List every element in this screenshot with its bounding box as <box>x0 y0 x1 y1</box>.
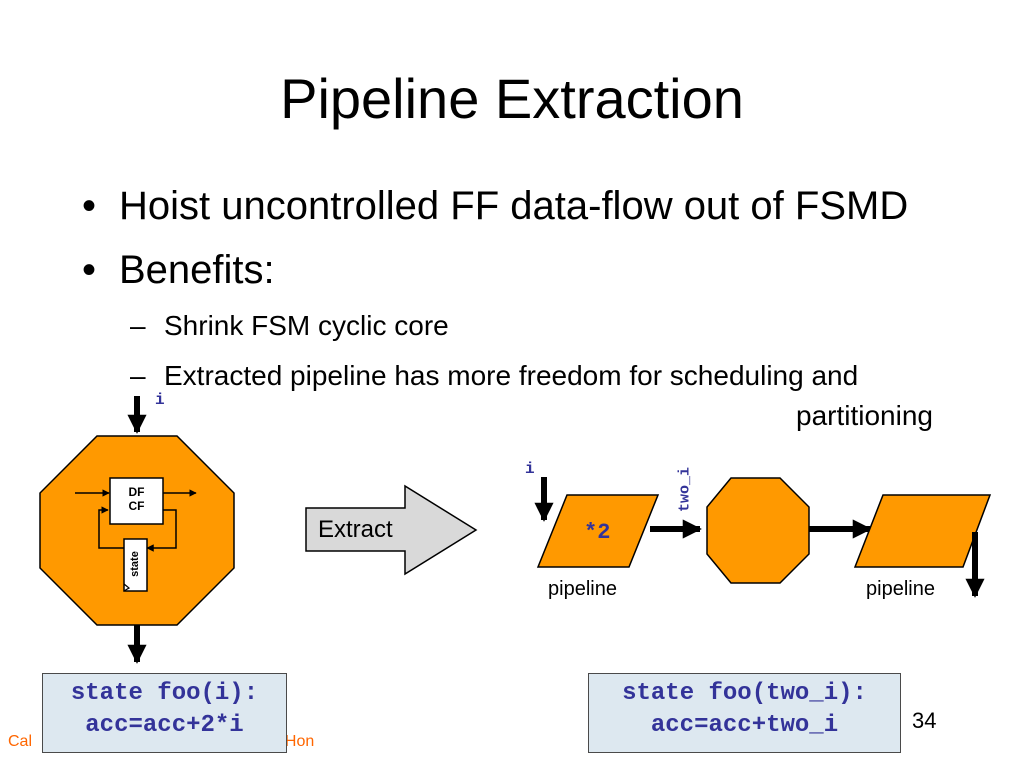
extract-label: Extract <box>318 516 393 543</box>
sub-bullet-2-text: Extracted pipeline has more freedom for … <box>164 360 859 391</box>
bullet-1: • Hoist uncontrolled FF data-flow out of… <box>82 184 909 229</box>
sub-bullet-1-text: Shrink FSM cyclic core <box>164 310 449 341</box>
left-code-box: state foo(i): acc=acc+2*i <box>42 673 287 753</box>
footer-left: Cal <box>8 733 33 750</box>
bullet-dot: • <box>82 248 97 292</box>
left-input-label: i <box>155 391 165 409</box>
sub-bullet-1: – Shrink FSM cyclic core <box>130 310 449 342</box>
sub-bullet-2-continuation: partitioning <box>796 400 933 431</box>
cf-label: CF <box>128 499 145 513</box>
times-two-label: *2 <box>584 520 611 545</box>
sub-bullet-dash: – <box>130 360 146 391</box>
page-number: 34 <box>912 708 937 733</box>
pipeline-stage-right <box>853 494 992 568</box>
bullet-1-text: Hoist uncontrolled FF data-flow out of F… <box>119 184 909 228</box>
right-code-line-2: acc=acc+two_i <box>650 712 839 739</box>
df-cf-text: DF CF <box>110 485 163 513</box>
left-code-line-2: acc=acc+2*i <box>85 712 244 739</box>
state-register <box>123 538 148 592</box>
df-cf-box <box>109 477 164 525</box>
pipeline-stage-left <box>536 494 660 568</box>
right-code-box: state foo(two_i): acc=acc+two_i <box>588 673 901 753</box>
right-code-line-1: state foo(two_i): <box>622 680 867 707</box>
pipeline-label-right: pipeline <box>866 578 935 600</box>
clock-mark <box>123 583 131 592</box>
extract-arrow <box>305 484 478 576</box>
slide-title: Pipeline Extraction <box>280 67 744 130</box>
core-octagon <box>706 477 810 584</box>
two-i-label: two_i <box>676 467 694 513</box>
bullet-2: • Benefits: <box>82 248 275 293</box>
right-input-label: i <box>525 460 535 478</box>
bullet-2-text: Benefits: <box>119 248 275 292</box>
fsmd-octagon <box>39 435 235 626</box>
left-code-line-1: state foo(i): <box>70 680 259 707</box>
sub-bullet-2: – Extracted pipeline has more freedom fo… <box>130 360 859 392</box>
df-label: DF <box>128 485 145 499</box>
bullet-dot: • <box>82 184 97 228</box>
sub-bullet-dash: – <box>130 310 146 341</box>
state-label: state <box>129 551 141 577</box>
inner-wiring <box>75 489 197 552</box>
pipeline-label-left: pipeline <box>548 578 617 600</box>
